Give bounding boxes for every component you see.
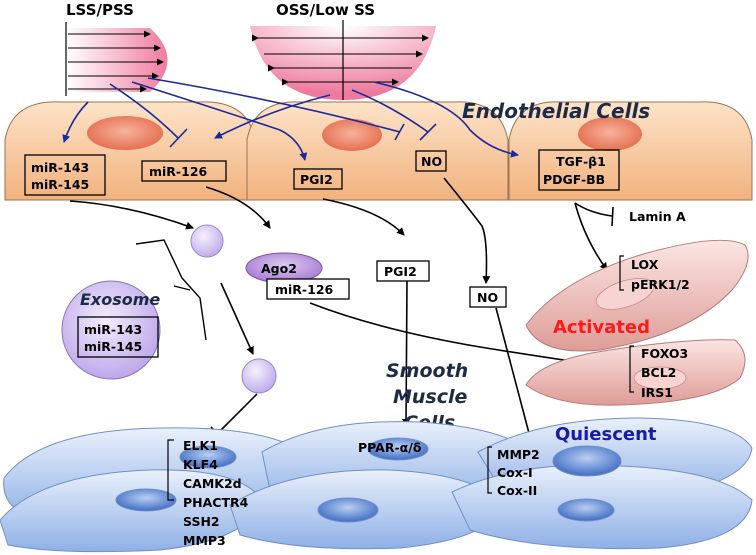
ec-mir143-label: miR-143 <box>31 160 89 175</box>
ec-mir126-label: miR-126 <box>149 164 208 179</box>
ec-pgi2-label: PGI2 <box>300 172 333 187</box>
ec-no-box: NO <box>415 150 447 172</box>
exosome-label: Exosome <box>80 290 160 309</box>
activated-label: Activated <box>553 317 650 338</box>
ppar-label: PPAR-α/δ <box>358 440 422 455</box>
no-target-list: MMP2 Cox-I Cox-II <box>487 446 540 498</box>
ec-tgf-pdgf-box: TGF-β1 PDGF-BB <box>538 149 620 191</box>
no-free-label: NO <box>477 290 498 305</box>
no-target-2: Cox-II <box>497 483 537 498</box>
quiescent-smc-layer <box>0 417 753 553</box>
ec-mir143-145-box: miR-143 miR-145 <box>24 154 106 196</box>
ec-pgi2-box: PGI2 <box>293 168 343 190</box>
oscillatory-flow-profile <box>250 20 436 100</box>
activated-bracket <box>619 255 624 291</box>
endothelial-nucleus <box>322 119 382 151</box>
endothelial-nucleus <box>87 116 163 150</box>
oscillatory-flow-label: OSS/Low SS <box>276 1 375 19</box>
activated-target-perk: pERK1/2 <box>631 277 690 292</box>
exosome-mir143-label: miR-143 <box>84 322 142 337</box>
mir143-target-3: PHACTR4 <box>183 495 249 510</box>
activated-smc-lower <box>525 339 746 406</box>
exosome: Exosome miR-143 miR-145 <box>61 280 161 380</box>
pgi2-free-box <box>376 260 430 282</box>
ec-no-label: NO <box>421 154 442 169</box>
mir126-target-irs1: IRS1 <box>641 385 673 400</box>
endothelial-cells-label: Endothelial Cells <box>462 99 650 123</box>
endothelial-cell-3 <box>508 101 753 201</box>
mir143-target-5: MMP3 <box>183 533 226 548</box>
smc-label-2: Muscle <box>393 386 468 408</box>
laminar-flow-label: LSS/PSS <box>66 1 134 19</box>
mir143-target-1: KLF4 <box>183 457 218 472</box>
exosome-mir145-label: miR-145 <box>84 339 142 354</box>
no-target-0: MMP2 <box>497 447 540 462</box>
endothelial-cell-2 <box>246 101 509 201</box>
mir126-target-bcl2: BCL2 <box>641 365 676 380</box>
exosome-bracket <box>135 239 207 341</box>
shear-stress-arrows <box>62 77 519 161</box>
mir126-free-box <box>266 278 350 300</box>
mir126-free-label: miR-126 <box>275 282 334 297</box>
mir143-target-0: ELK1 <box>183 438 218 453</box>
mir143-target-4: SSH2 <box>183 514 220 529</box>
no-free-box <box>469 286 507 308</box>
quiescent-label: Quiescent <box>555 424 657 445</box>
vesicle-upper <box>190 224 224 258</box>
mir126-target-bracket <box>629 345 634 393</box>
pgi2-free-label: PGI2 <box>384 264 417 279</box>
ago2-label: Ago2 <box>261 261 297 276</box>
no-target-1: Cox-I <box>497 465 533 480</box>
endothelial-nucleus <box>578 117 642 151</box>
activated-smc-upper <box>525 239 749 352</box>
smc-label-1: Smooth <box>386 360 468 382</box>
mir143-target-2: CAMK2d <box>183 476 242 491</box>
ec-tgf-label: TGF-β1 <box>556 154 606 169</box>
laminar-flow-profile <box>65 22 168 96</box>
ec-mir126-box: miR-126 <box>141 160 227 182</box>
activated-target-lamin: Lamin A <box>629 209 686 224</box>
ec-pdgf-label: PDGF-BB <box>543 172 605 187</box>
activated-target-lox: LOX <box>631 257 659 272</box>
mir126-target-foxo3: FOXO3 <box>641 346 688 361</box>
ec-mir145-label: miR-145 <box>31 177 89 192</box>
mir143-target-list: ELK1 KLF4 CAMK2d PHACTR4 SSH2 MMP3 <box>167 438 249 548</box>
vesicle-lower <box>241 358 277 394</box>
